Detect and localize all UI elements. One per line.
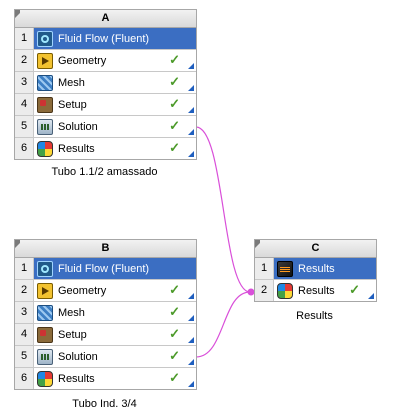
results-icon — [37, 140, 53, 157]
update-triangle-icon[interactable] — [188, 381, 194, 387]
check-icon: ✓ — [169, 140, 180, 155]
row-number: 5 — [15, 116, 34, 137]
cell-label: Mesh — [58, 306, 85, 319]
mesh-icon — [37, 74, 53, 91]
cell-label: Setup — [58, 328, 87, 341]
check-icon: ✓ — [349, 282, 360, 297]
system-c-caption[interactable]: Results — [296, 310, 333, 322]
system-menu-corner-icon[interactable] — [255, 240, 263, 248]
update-triangle-icon[interactable] — [188, 315, 194, 321]
check-icon: ✓ — [169, 74, 180, 89]
row-number: 3 — [15, 72, 34, 93]
row-number: 1 — [15, 28, 34, 49]
check-icon: ✓ — [169, 304, 180, 319]
row-number: 1 — [15, 258, 34, 279]
update-triangle-icon[interactable] — [368, 293, 374, 299]
check-icon: ✓ — [169, 370, 180, 385]
solution-icon — [37, 348, 53, 365]
update-triangle-icon[interactable] — [188, 293, 194, 299]
row-number: 1 — [255, 258, 274, 279]
fluent-icon — [37, 30, 53, 47]
system-a-row-mesh[interactable]: 3 Mesh ✓ — [15, 72, 196, 94]
system-b-caption[interactable]: Tubo Ind. 3/4 — [72, 398, 137, 410]
link-junction-dot — [247, 288, 255, 296]
cell-label: Results — [298, 262, 335, 275]
cell-label: Solution — [58, 120, 98, 133]
cell-label: Geometry — [58, 284, 107, 297]
geometry-icon — [37, 52, 53, 69]
check-icon: ✓ — [169, 282, 180, 297]
cell-label: Setup — [58, 98, 87, 111]
row-number: 2 — [255, 280, 274, 301]
row-number: 5 — [15, 346, 34, 367]
system-a-header[interactable]: A — [15, 10, 196, 28]
system-c[interactable]: C 1 Results 2 Results ✓ — [254, 239, 377, 302]
system-b-row-geometry[interactable]: 2 Geometry ✓ — [15, 280, 196, 302]
system-b-header[interactable]: B — [15, 240, 196, 258]
system-menu-corner-icon[interactable] — [15, 240, 23, 248]
results-icon — [277, 282, 293, 299]
system-b-row-solution[interactable]: 5 Solution ✓ — [15, 346, 196, 368]
system-a-row-solution[interactable]: 5 Solution ✓ — [15, 116, 196, 138]
system-a[interactable]: A 1 Fluid Flow (Fluent) 2 Geometry ✓ 3 Me… — [14, 9, 197, 160]
cell-label: Mesh — [58, 76, 85, 89]
system-a-row-fluid-flow[interactable]: 1 Fluid Flow (Fluent) — [15, 28, 196, 50]
system-c-row-results-system[interactable]: 1 Results — [255, 258, 376, 280]
update-triangle-icon[interactable] — [188, 85, 194, 91]
row-number: 6 — [15, 138, 34, 159]
cell-label: Fluid Flow (Fluent) — [58, 32, 150, 45]
cell-label: Results — [298, 284, 335, 297]
system-b-row-fluid-flow[interactable]: 1 Fluid Flow (Fluent) — [15, 258, 196, 280]
row-number: 2 — [15, 280, 34, 301]
system-a-row-geometry[interactable]: 2 Geometry ✓ — [15, 50, 196, 72]
check-icon: ✓ — [169, 118, 180, 133]
update-triangle-icon[interactable] — [188, 107, 194, 113]
link-b-solution-to-c-results — [195, 291, 251, 358]
system-b-row-results[interactable]: 6 Results ✓ — [15, 368, 196, 389]
system-b-row-setup[interactable]: 4 Setup ✓ — [15, 324, 196, 346]
link-a-solution-to-c-results — [195, 126, 251, 293]
system-c-header[interactable]: C — [255, 240, 376, 258]
fluent-icon — [37, 260, 53, 277]
row-number: 6 — [15, 368, 34, 389]
check-icon: ✓ — [169, 96, 180, 111]
cell-label: Results — [58, 142, 95, 155]
update-triangle-icon[interactable] — [188, 337, 194, 343]
system-b-row-mesh[interactable]: 3 Mesh ✓ — [15, 302, 196, 324]
system-b-id: B — [101, 242, 110, 254]
system-a-row-setup[interactable]: 4 Setup ✓ — [15, 94, 196, 116]
row-number: 4 — [15, 324, 34, 345]
setup-icon — [37, 326, 53, 343]
update-triangle-icon[interactable] — [188, 151, 194, 157]
system-c-id: C — [311, 242, 320, 254]
results-icon — [37, 370, 53, 387]
system-a-row-results[interactable]: 6 Results ✓ — [15, 138, 196, 159]
cell-label: Geometry — [58, 54, 107, 67]
system-menu-corner-icon[interactable] — [15, 10, 23, 18]
update-triangle-icon[interactable] — [188, 63, 194, 69]
check-icon: ✓ — [169, 348, 180, 363]
cell-label: Fluid Flow (Fluent) — [58, 262, 150, 275]
solution-icon — [37, 118, 53, 135]
system-a-id: A — [101, 12, 110, 24]
geometry-icon — [37, 282, 53, 299]
system-c-row-results[interactable]: 2 Results ✓ — [255, 280, 376, 301]
update-triangle-icon[interactable] — [188, 359, 194, 365]
system-b[interactable]: B 1 Fluid Flow (Fluent) 2 Geometry ✓ 3 Me… — [14, 239, 197, 390]
update-triangle-icon[interactable] — [188, 129, 194, 135]
cell-label: Results — [58, 372, 95, 385]
cell-label: Solution — [58, 350, 98, 363]
check-icon: ✓ — [169, 52, 180, 67]
results-system-icon — [277, 260, 293, 277]
row-number: 3 — [15, 302, 34, 323]
check-icon: ✓ — [169, 326, 180, 341]
setup-icon — [37, 96, 53, 113]
system-a-caption[interactable]: Tubo 1.1/2 amassado — [51, 166, 158, 178]
row-number: 2 — [15, 50, 34, 71]
row-number: 4 — [15, 94, 34, 115]
mesh-icon — [37, 304, 53, 321]
